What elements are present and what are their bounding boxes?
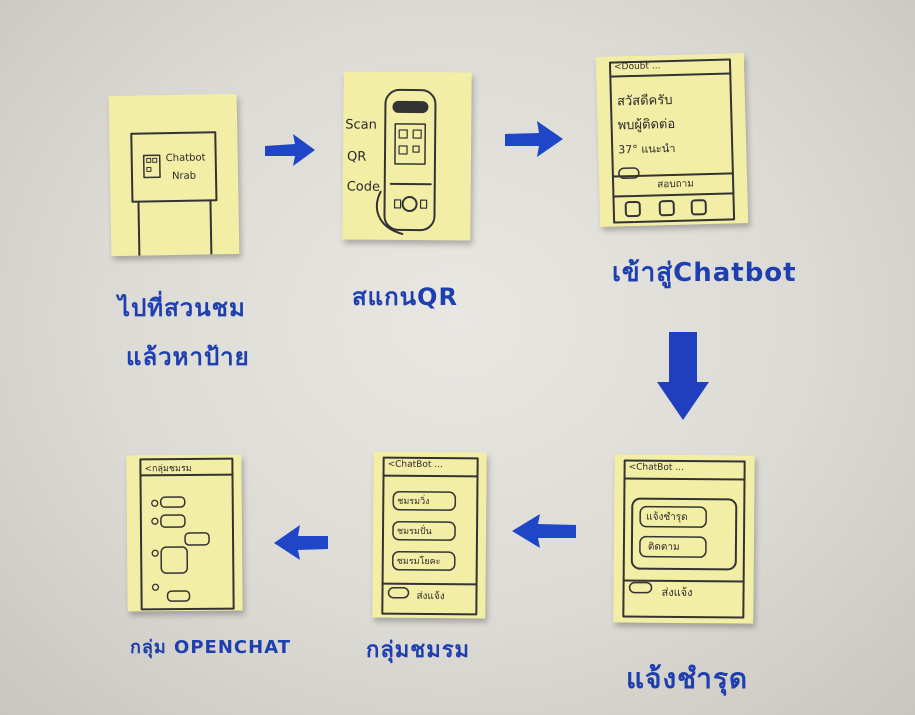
caption-line: ไปที่สวนชม [118,294,246,322]
caption-line: แล้วหาป้าย [126,343,250,371]
sticky-note-clubs: <ChatBot ... ชมรมวิ่ง ชมรมปั่น ชมรมโยคะ … [372,451,487,619]
club-input-label: ส่งแจ้ง [416,590,445,603]
caption-step-2: สแกนQR [352,283,458,311]
chat-header: <Doubt ... [613,61,661,73]
qr-label: QR [346,149,367,165]
chat-message: สวัสดีครับ [616,92,673,110]
scan-label: Scan [345,117,377,133]
chat-message: พบผู้ติดต่อ [617,116,676,134]
sticky-note-scan: Scan QR Code [342,71,472,241]
chat-message: 37° แนะนำ [618,141,676,157]
club-item: ชมรมโยคะ [396,556,441,568]
report-option: ติดตาม [647,541,680,553]
right-arrow-icon [265,134,315,166]
sticky-note-openchat: <กลุ่มชมรม [126,454,243,612]
sign-text: Chatbot [165,152,206,165]
report-option: แจ้งชำรุด [646,511,688,524]
left-arrow-icon [512,514,576,548]
chat-input-label: สอบถาม [657,178,695,191]
openchat-header: <กลุ่มชมรม [144,463,192,475]
right-arrow-icon [505,121,563,157]
left-arrow-icon [274,525,328,560]
sticky-note-report: <ChatBot ... แจ้งชำรุด ติดตาม ส่งแจ้ง [613,454,755,624]
report-input-label: ส่งแจ้ง [661,585,693,600]
caption-step-4: แจ้งชำรุด [626,662,749,695]
caption-step-6: กลุ่ม OPENCHAT [130,637,292,658]
caption-step-1: ไปที่สวนชม แล้วหาป้าย [118,288,250,376]
down-arrow-icon [657,332,709,420]
sticky-note-sign: Chatbot Nrab [108,93,240,257]
sticky-note-chatbot: <Doubt ... สวัสดีครับ พบผู้ติดต่อ 37° แน… [595,53,749,227]
club-item: ชมรมวิ่ง [397,496,430,507]
sign-text: Nrab [171,170,197,183]
club-header: <ChatBot ... [387,459,443,471]
code-label: Code [346,179,381,195]
caption-step-3: เข้าสู่Chatbot [612,258,797,288]
club-item: ชมรมปั่น [396,526,432,538]
caption-step-5: กลุ่มชมรม [366,638,471,663]
report-header: <ChatBot ... [628,462,684,473]
